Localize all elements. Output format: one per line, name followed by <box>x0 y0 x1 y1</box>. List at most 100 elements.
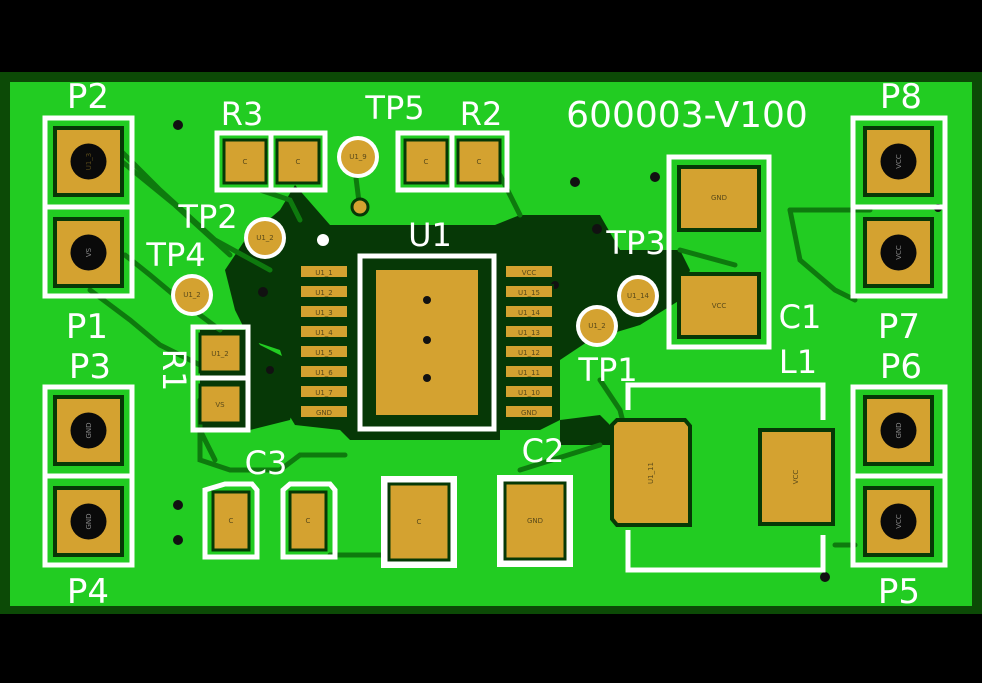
inductor-l1: U1_11 VCC <box>610 382 835 573</box>
net-p5: VCC <box>895 514 903 529</box>
label-r1: R1 <box>155 349 193 392</box>
pad-c3-a <box>211 490 251 552</box>
testpoint-tp5: U1_9 <box>337 136 379 217</box>
pad-l1-a <box>610 418 692 527</box>
net-p7: VCC <box>895 245 903 260</box>
net-c1-a: GND <box>711 194 727 202</box>
hole-p3 <box>70 412 107 449</box>
u1-pin-net-left-7: U1_7 <box>315 389 333 397</box>
net-tp1: U1_2 <box>588 322 606 330</box>
connector-p2-p1: U1_3 VS <box>42 115 135 299</box>
u1-pin-net-left-2: U1_2 <box>315 289 333 297</box>
label-c1: C1 <box>779 298 822 336</box>
label-r2: R2 <box>460 95 503 133</box>
label-c2: C2 <box>522 432 565 470</box>
pad-c3-b <box>288 490 328 552</box>
u1-pin-net-left-5: U1_5 <box>315 349 333 357</box>
u1-pin-net-right-4: U1_13 <box>518 329 540 337</box>
via-tp5 <box>350 197 370 217</box>
net-r2-a: C <box>424 158 429 166</box>
u1-via-2 <box>423 336 431 344</box>
net-l1-a: U1_11 <box>647 462 655 484</box>
u1-pin-left-1 <box>299 264 349 279</box>
u1-pin-right-4 <box>504 324 554 339</box>
net-p2: U1_3 <box>85 153 93 171</box>
label-p6: P6 <box>880 347 922 387</box>
u1-pin-net-right-7: U1_10 <box>518 389 540 397</box>
resistor-r1: U1_2 VS <box>190 324 251 433</box>
u1-pin-right-6 <box>504 364 554 379</box>
resistor-r2: C C <box>395 130 510 193</box>
net-r1-a: U1_2 <box>211 350 229 358</box>
net-tp5: U1_9 <box>349 153 367 161</box>
net-c1-b: VCC <box>712 302 727 310</box>
pad-l1-b <box>758 428 835 526</box>
capacitor-c2: GND <box>497 475 573 567</box>
u1-pin-net-right-3: U1_14 <box>518 309 541 317</box>
u1-pin-right-8 <box>504 404 554 419</box>
hole-p1 <box>70 234 107 271</box>
label-tp5: TP5 <box>364 89 424 127</box>
testpoint-tp2: U1_2 <box>244 217 286 259</box>
u1-pin-right-5 <box>504 344 554 359</box>
u1-pin-net-right-2: U1_15 <box>518 289 540 297</box>
label-tp4: TP4 <box>145 236 205 274</box>
pad-r2-a <box>403 138 449 185</box>
net-p4: GND <box>85 513 93 529</box>
pad-c1-a <box>677 165 761 232</box>
capacitor-c-large: C <box>381 476 457 568</box>
u1-pin-right-7 <box>504 384 554 399</box>
net-p3: GND <box>85 422 93 438</box>
net-p1: VS <box>85 247 93 257</box>
label-p3: P3 <box>69 347 111 387</box>
net-tp2: U1_2 <box>256 234 274 242</box>
hole-p2 <box>70 143 107 180</box>
label-p8: P8 <box>880 77 922 117</box>
net-r2-b: C <box>477 158 482 166</box>
resistor-r3: C C <box>214 130 328 193</box>
pad-c2 <box>503 481 567 561</box>
label-p4: P4 <box>67 572 109 612</box>
testpoint-tp1: U1_2 <box>576 305 618 347</box>
u1-pin-net-left-3: U1_3 <box>315 309 333 317</box>
pad-c-large <box>387 482 451 562</box>
hole-p7 <box>880 234 917 271</box>
u1-via-3 <box>423 374 431 382</box>
label-p7: P7 <box>878 307 920 347</box>
u1-pin-left-2 <box>299 284 349 299</box>
u1-pin-net-right-5: U1_12 <box>518 349 540 357</box>
label-tp2: TP2 <box>177 198 237 236</box>
net-r1-b: VS <box>215 401 225 409</box>
u1-pin-net-right-1: VCC <box>522 269 537 277</box>
hole-p6 <box>880 412 917 449</box>
hole-p4 <box>70 503 107 540</box>
u1-pin-right-1 <box>504 264 554 279</box>
u1-pin-net-left-8: GND <box>316 409 332 417</box>
pad-r1-a <box>198 332 243 374</box>
u1-pin-net-left-1: U1_1 <box>315 269 333 277</box>
net-c3-b: C <box>306 517 311 525</box>
pad-r3-b <box>275 138 321 185</box>
vias <box>173 120 942 582</box>
u1-pin-left-8 <box>299 404 349 419</box>
net-c3-a: C <box>229 517 234 525</box>
label-p5: P5 <box>878 572 920 612</box>
u1-pin-right-2 <box>504 284 554 299</box>
label-r3: R3 <box>221 95 264 133</box>
traces <box>87 147 873 558</box>
capacitor-c1: GND VCC <box>666 154 772 350</box>
net-p8: VCC <box>895 154 903 169</box>
u1-pin-left-6 <box>299 364 349 379</box>
testpoint-tp4: U1_2 <box>171 274 213 316</box>
u1-pin-left-5 <box>299 344 349 359</box>
pad-r1-b <box>198 383 243 425</box>
u1-pin-left-7 <box>299 384 349 399</box>
net-tp4: U1_2 <box>183 291 201 299</box>
net-r3-a: C <box>243 158 248 166</box>
u1-via-1 <box>423 296 431 304</box>
net-c-large: C <box>417 518 422 526</box>
capacitor-c3: C C <box>202 481 338 560</box>
label-p1: P1 <box>66 307 108 347</box>
